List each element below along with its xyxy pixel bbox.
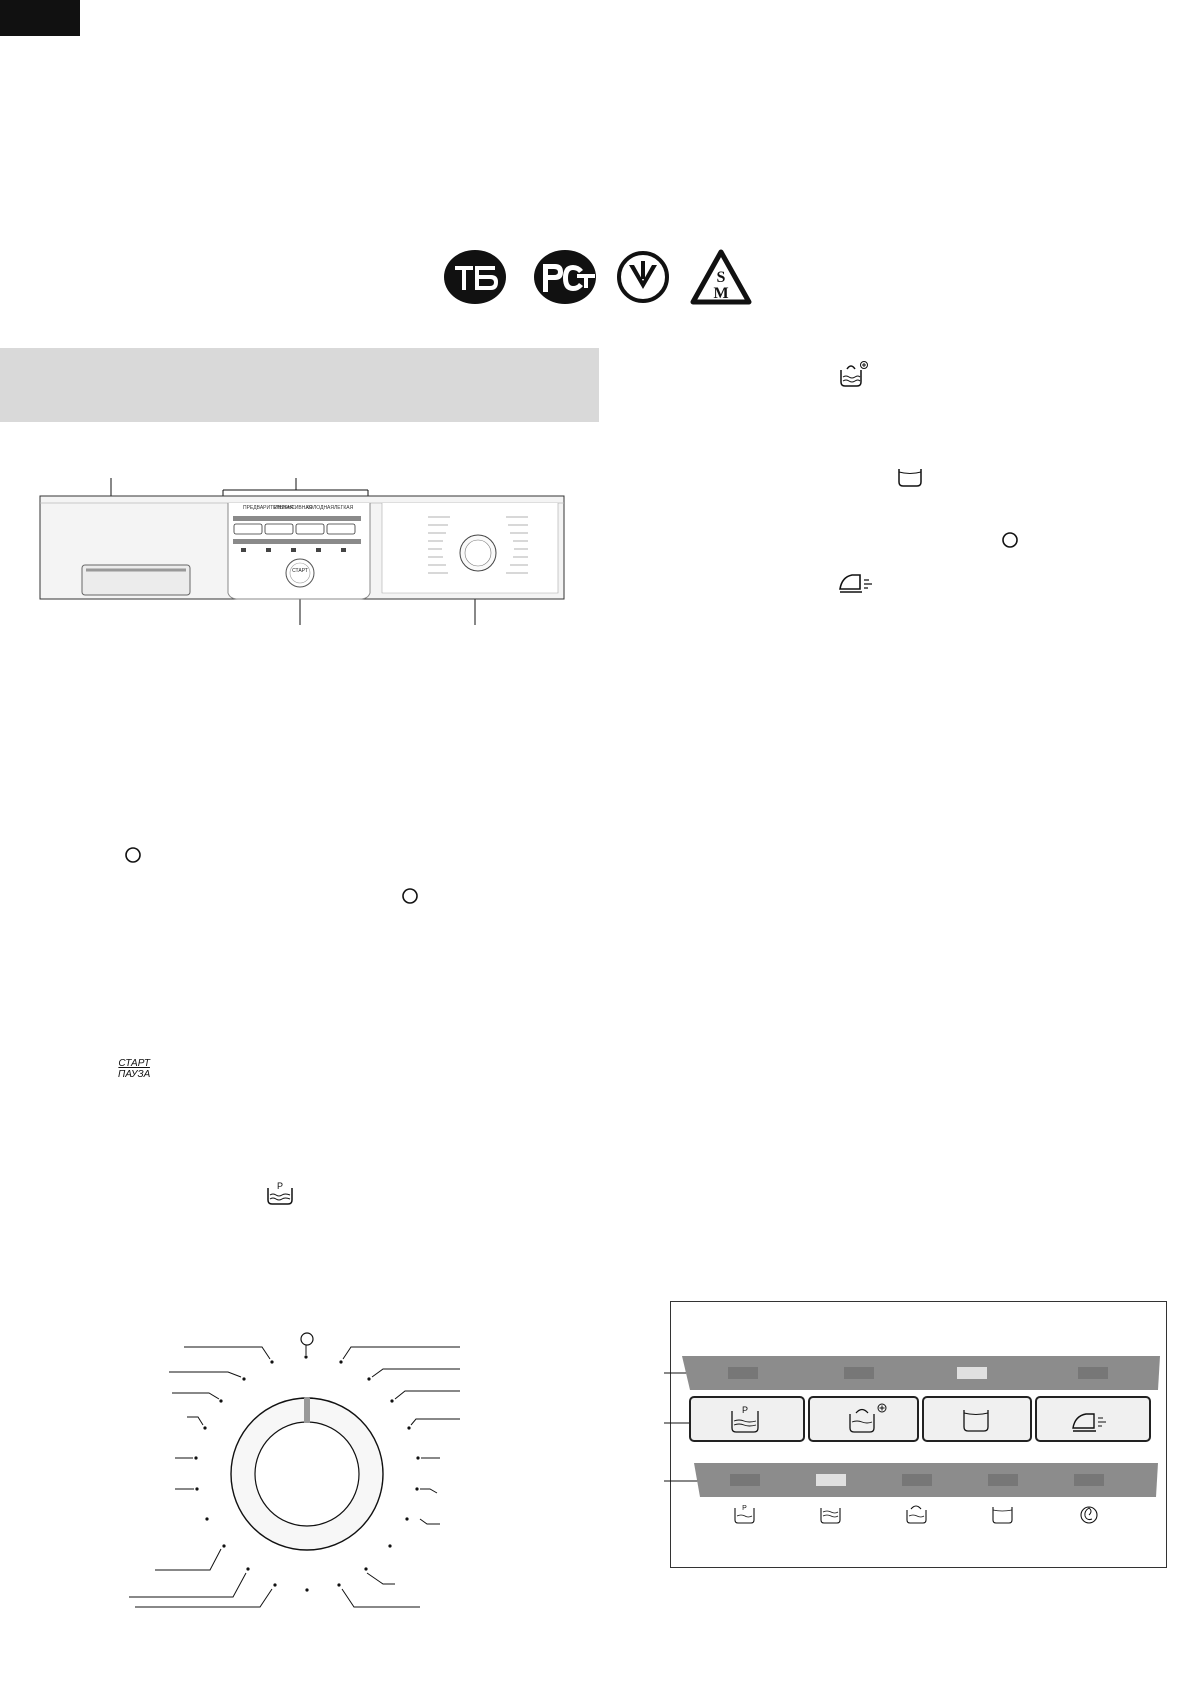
- sm-triangle-mark-icon: S M: [690, 249, 752, 305]
- option-panel-diagram: P P: [664, 1356, 1160, 1524]
- indicator-light-active: [957, 1367, 987, 1379]
- indicator-light: [1074, 1474, 1104, 1486]
- power-circle-icon: [125, 847, 141, 863]
- easy-iron-icon: [839, 574, 872, 593]
- rinse-stage-icon: [906, 1505, 927, 1524]
- callout-line: [222, 478, 369, 521]
- start-label: СТАРТ: [118, 1058, 150, 1069]
- option-indicator-bar: [682, 1356, 1160, 1390]
- intensive-wash-icon: [840, 361, 868, 387]
- drain-stage-icon: [992, 1507, 1013, 1524]
- svg-text:M: M: [713, 285, 728, 302]
- eac-mark-icon: [444, 250, 506, 304]
- spin-stage-icon: [1080, 1506, 1098, 1524]
- indicator-light-active: [816, 1474, 846, 1486]
- indicator-light: [730, 1474, 760, 1486]
- power-circle-icon: [402, 888, 418, 904]
- pct-mark-icon: [534, 250, 596, 304]
- svg-text:ИНТЕНСИВНАЯ: ИНТЕНСИВНАЯ: [274, 505, 313, 511]
- cold-wash-button: [922, 1396, 1032, 1442]
- pause-label: ПАУЗА: [118, 1069, 151, 1080]
- display-window: [81, 564, 191, 596]
- panel-option-buttons: [233, 523, 356, 535]
- start-pause-symbol: СТАРТ ПАУЗА: [118, 1058, 150, 1080]
- prewash-button: P: [689, 1396, 805, 1442]
- svg-text:P: P: [742, 1505, 747, 1512]
- prewash-icon: P: [267, 1181, 293, 1205]
- svg-text:P: P: [742, 1405, 748, 1415]
- easy-iron-button: [1035, 1396, 1151, 1442]
- indicator-light: [728, 1367, 758, 1379]
- indicator-light: [902, 1474, 932, 1486]
- svg-text:P: P: [277, 1181, 283, 1191]
- indicator-light: [844, 1367, 874, 1379]
- control-panel-diagram: ПРЕДВАРИТЕЛЬНАЯ ИНТЕНСИВНАЯ ХОЛОДНАЯ ЛЕГ…: [39, 478, 565, 625]
- power-circle-icon: [1002, 532, 1018, 548]
- cold-wash-icon: [898, 469, 922, 487]
- header-tab: [0, 0, 80, 36]
- svg-text:ХОЛОДНАЯ: ХОЛОДНАЯ: [306, 505, 334, 511]
- wash-stage-icon: [820, 1508, 841, 1524]
- intensive-wash-button: [808, 1396, 919, 1442]
- indicator-light: [1078, 1367, 1108, 1379]
- program-knob-diagram: [129, 1332, 460, 1608]
- svg-text:ЛЕГКАЯ: ЛЕГКАЯ: [334, 505, 354, 511]
- svg-text:ПРЕДВАРИТЕЛЬНАЯ: ПРЕДВАРИТЕЛЬНАЯ: [243, 505, 294, 511]
- svg-text:S: S: [717, 269, 726, 286]
- panel-start-label: СТАРТ: [292, 568, 308, 574]
- off-position-icon: [300, 1332, 314, 1346]
- indicator-light: [988, 1474, 1018, 1486]
- ukraine-conformity-mark-icon: [617, 251, 669, 303]
- section-header-band: [0, 348, 599, 422]
- prewash-stage-icon: P: [734, 1505, 755, 1524]
